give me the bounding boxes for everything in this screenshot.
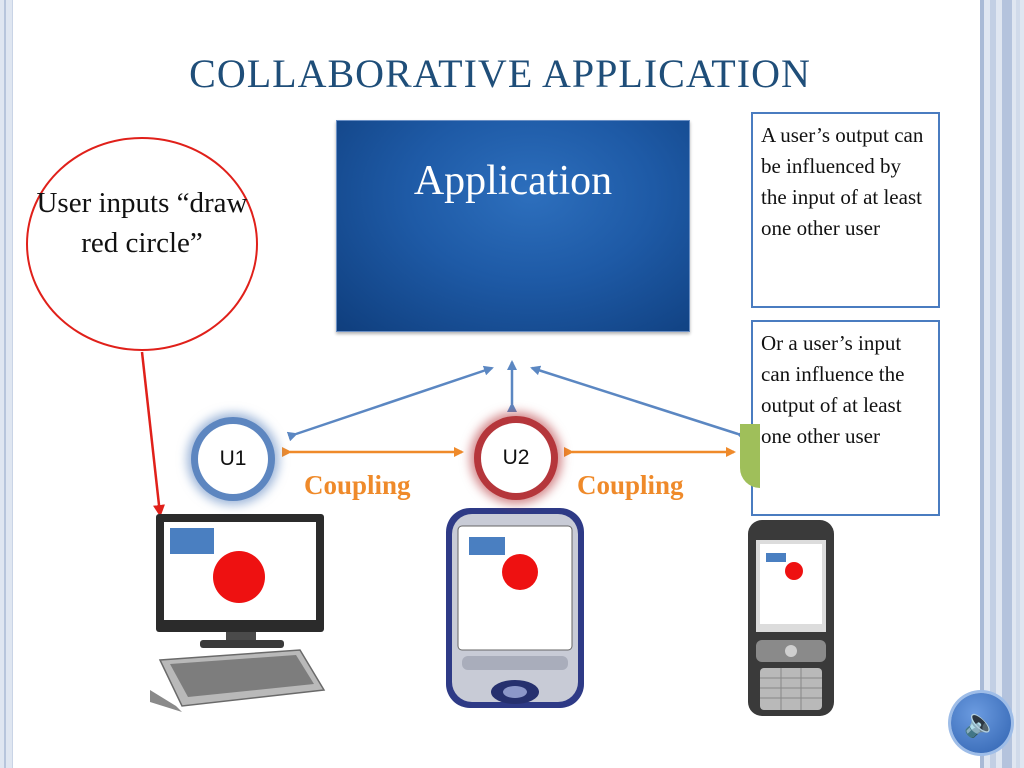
- user-node-u1: U1: [198, 424, 268, 494]
- desktop-computer: [150, 514, 326, 712]
- coupling-label-1: Coupling: [304, 470, 411, 500]
- mobile-phone: [748, 520, 834, 716]
- slide-frame-right: [980, 0, 1024, 768]
- slide-title: COLLABORATIVE APPLICATION: [189, 51, 811, 96]
- application-label: Application: [413, 158, 613, 204]
- app-link-u3: [530, 365, 748, 442]
- coupling-label-2: Coupling: [577, 470, 684, 500]
- drawn-red-circle: [213, 551, 265, 603]
- user-node-u3-partial: [740, 424, 760, 488]
- callout-arrow: [140, 351, 165, 517]
- slide-frame-left: [0, 0, 13, 768]
- application-box: Application: [336, 120, 690, 332]
- user-input-callout-text: User inputs “draw red circle”: [36, 187, 248, 259]
- speaker-icon[interactable]: 🔈: [951, 693, 1011, 753]
- pda: [446, 508, 584, 708]
- user-node-u2: U2: [481, 423, 551, 493]
- drawn-rectangle: [170, 528, 214, 554]
- user-input-callout: User inputs “draw red circle”: [26, 137, 258, 351]
- note-input-influences: Or a user’s input can influence the outp…: [751, 320, 940, 516]
- app-link-u1: [286, 365, 494, 442]
- note-output-influenced: A user’s output can be influenced by the…: [751, 112, 940, 308]
